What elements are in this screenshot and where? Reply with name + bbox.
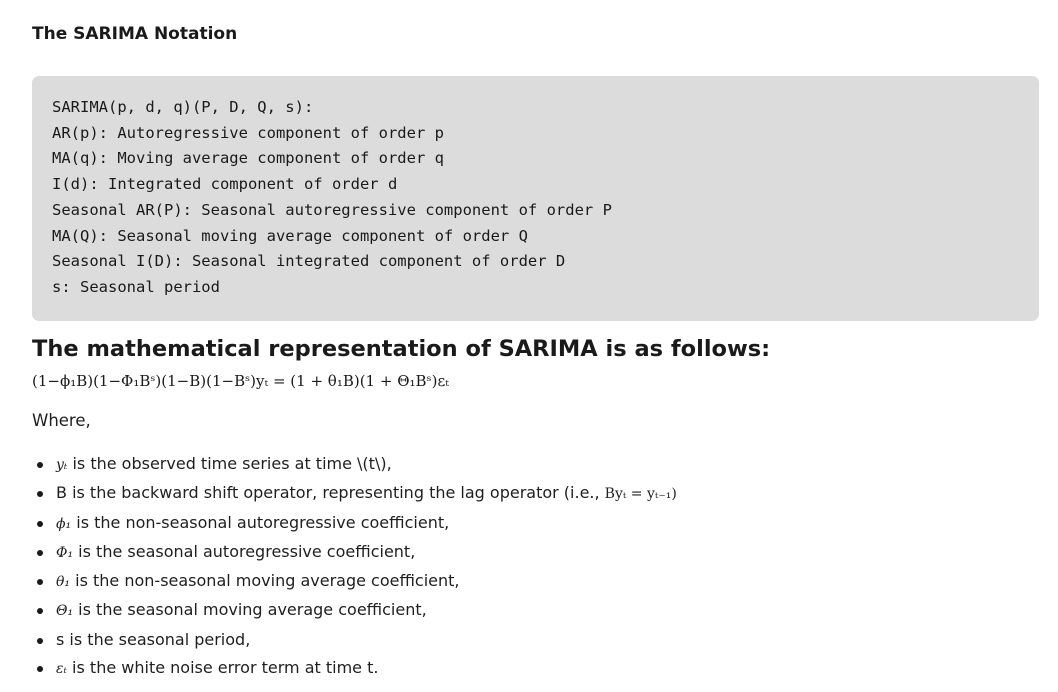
code-line: MA(q): Moving average component of order… [52, 149, 444, 168]
code-line: MA(Q): Seasonal moving average component… [52, 226, 528, 245]
math-symbol: Θ₁ [56, 603, 74, 620]
definition-text: s is the seasonal period, [56, 629, 251, 649]
math-symbol: θ₁ [56, 574, 71, 591]
definition-text: is the white noise error term at time t. [66, 658, 379, 678]
list-item: s is the seasonal period, [32, 626, 677, 654]
code-line: SARIMA(p, d, q)(P, D, Q, s): [52, 98, 314, 116]
list-item: θ₁ is the non-seasonal moving average co… [32, 567, 677, 596]
bullet-icon [37, 666, 43, 673]
list-item: εₜ is the white noise error term at time… [32, 654, 677, 683]
code-line: Seasonal I(D): Seasonal integrated compo… [52, 252, 566, 271]
code-line: I(d): Integrated component of order d [52, 175, 398, 194]
math-symbol: Φ₁ [56, 544, 74, 561]
definition-text: B is the backward shift operator, repres… [56, 483, 605, 503]
definition-text: is the non-seasonal autoregressive coeff… [71, 512, 450, 532]
list-item: ϕ₁ is the non-seasonal autoregressive co… [32, 509, 677, 538]
math-symbol: yₜ [56, 457, 68, 473]
bullet-icon [37, 491, 43, 498]
definition-text: is the non-seasonal moving average coeff… [70, 571, 460, 591]
list-item: yₜ is the observed time series at time \… [32, 450, 677, 479]
bullet-icon [37, 520, 43, 527]
math-symbol: ϕ₁ [56, 515, 72, 532]
inline-math: Byₜ = yₜ₋₁) [604, 486, 677, 503]
bullet-icon [37, 549, 43, 556]
bullet-icon [37, 637, 43, 644]
section-heading: The mathematical representation of SARIM… [32, 336, 771, 362]
bullet-icon [37, 608, 43, 615]
definition-list: yₜ is the observed time series at time \… [32, 450, 677, 683]
code-line: s: Seasonal period [52, 277, 220, 296]
definition-text: is the seasonal autoregressive coefficie… [73, 541, 416, 561]
definition-text: is the seasonal moving average coefficie… [73, 600, 427, 620]
sarima-equation: (1−ϕ₁B)(1−Φ₁Bˢ)(1−B)(1−Bˢ)yₜ = (1 + θ₁B)… [32, 372, 449, 390]
math-symbol: εₜ [56, 661, 67, 678]
page-title: The SARIMA Notation [32, 24, 238, 44]
bullet-icon [37, 579, 43, 586]
where-label: Where, [32, 411, 91, 430]
code-line: AR(p): Autoregressive component of order… [52, 123, 444, 142]
code-block: SARIMA(p, d, q)(P, D, Q, s): AR(p): Auto… [32, 76, 1039, 321]
list-item: Θ₁ is the seasonal moving average coeffi… [32, 596, 677, 625]
list-item: Φ₁ is the seasonal autoregressive coeffi… [32, 538, 677, 567]
code-line: Seasonal AR(P): Seasonal autoregressive … [52, 200, 612, 219]
definition-text: is the observed time series at time \(t\… [67, 454, 392, 473]
bullet-icon [37, 462, 43, 468]
list-item: B is the backward shift operator, repres… [32, 479, 677, 508]
